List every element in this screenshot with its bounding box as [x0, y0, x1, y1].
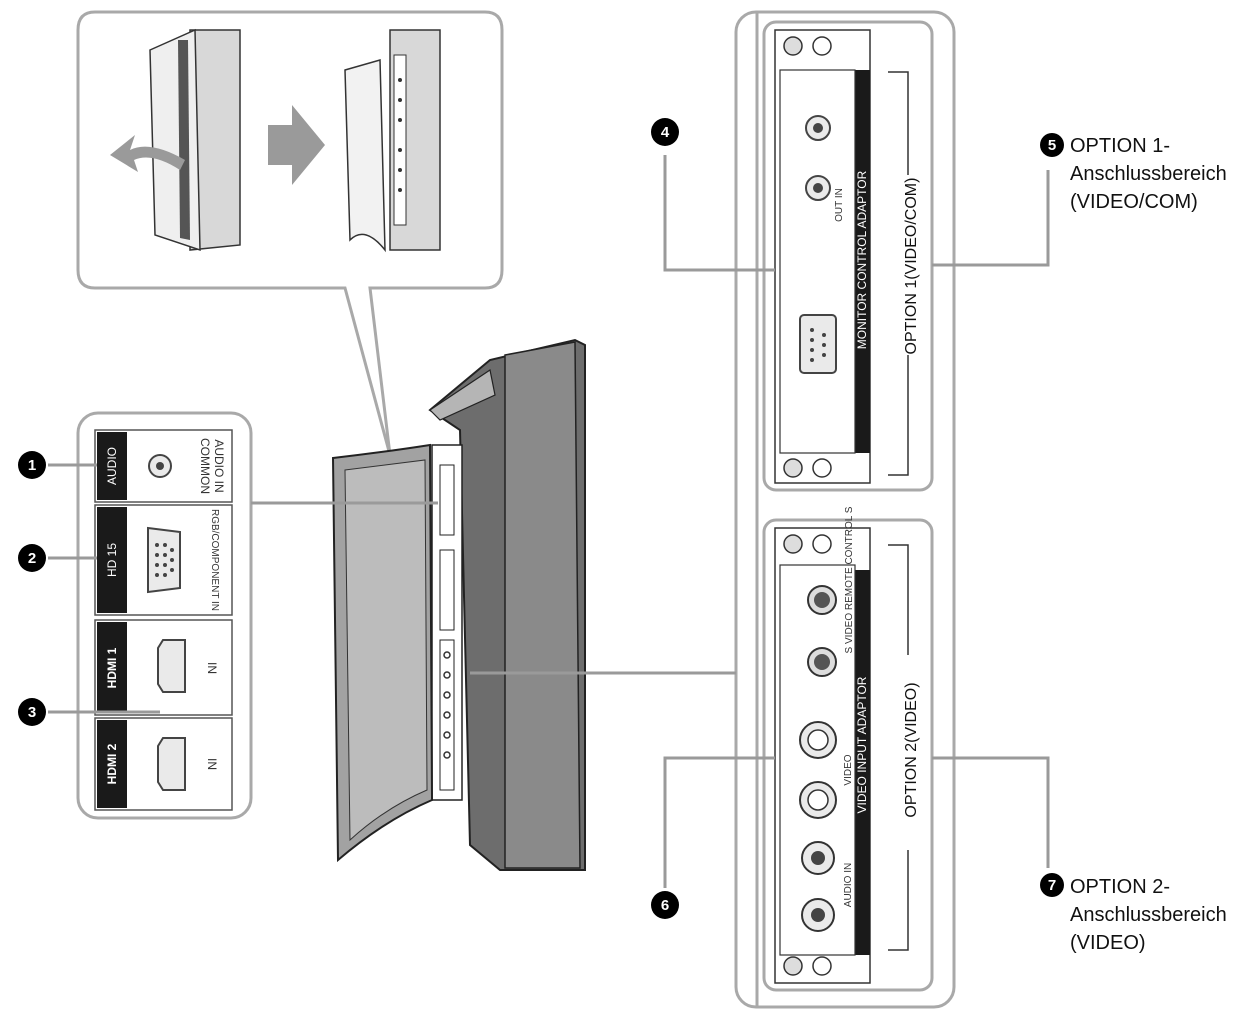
left-connector-panel: AUDIO COMMON AUDIO IN HD 15 RGB/COMPONEN…: [76, 411, 253, 820]
option2-adaptor-panel: S VIDEO REMOTE CONTROL S VIDEO AUDIO IN …: [762, 506, 934, 992]
callout-1: 1: [18, 451, 46, 479]
video-label: VIDEO: [843, 754, 854, 785]
callout-6: 6: [651, 891, 679, 919]
common-audio-label-1: COMMON: [198, 438, 212, 494]
common-audio-label-2: AUDIO IN: [212, 439, 226, 492]
callout-number: 3: [28, 704, 36, 721]
hdmi2-in-label: IN: [205, 758, 219, 770]
vga-connector-icon: [147, 526, 181, 594]
callout-7-line1: OPTION 2-: [1070, 876, 1170, 898]
audio-label: AUDIO: [105, 447, 119, 485]
callout-7-line2: Anschlussbereich: [1070, 904, 1227, 926]
callout-number: 2: [28, 550, 36, 567]
monitor-side-view: [331, 338, 586, 871]
hd15-label: HD 15: [105, 543, 119, 577]
hdmi1-in-label: IN: [205, 662, 219, 674]
callout-5-line1: OPTION 1-: [1070, 135, 1170, 157]
svideo-remote-label: S VIDEO REMOTE CONTROL S: [844, 506, 855, 653]
video-input-adaptor-label: VIDEO INPUT ADAPTOR: [855, 676, 869, 813]
callout-5-line2: Anschlussbereich: [1070, 163, 1227, 185]
callout-5-line3: (VIDEO/COM): [1070, 191, 1198, 213]
closed-panel-illustration: [149, 28, 241, 252]
callout-4: 4: [651, 118, 679, 146]
open-direction-arrow-icon: [110, 135, 185, 172]
callout-2: 2: [18, 544, 46, 572]
callout-7-line3: (VIDEO): [1070, 932, 1146, 954]
monitor-control-adaptor-label: MONITOR CONTROL ADAPTOR: [855, 170, 869, 349]
cover-opening-inset: [76, 10, 504, 456]
option1-adaptor-panel: OUT IN MONITOR CONTROL ADAPTOR OPTION 1(…: [762, 20, 934, 492]
callout-number: 1: [28, 457, 36, 474]
hdmi2-port-icon: [157, 737, 186, 791]
callout-7: 7 OPTION 2- Anschlussbereich (VIDEO): [1040, 873, 1227, 954]
callout-3: 3: [18, 698, 46, 726]
hdmi1-port-icon: [157, 639, 186, 693]
hdmi1-label: HDMI 1: [105, 647, 119, 688]
callout-number: 7: [1048, 877, 1056, 894]
rgb-component-label: RGB/COMPONENT IN: [209, 509, 220, 611]
opened-panel-illustration: [344, 29, 441, 253]
callout-number: 6: [661, 897, 669, 914]
option1-slot-label: OPTION 1(VIDEO/COM): [903, 178, 920, 355]
hdmi2-label: HDMI 2: [105, 743, 119, 784]
option2-slot-label: OPTION 2(VIDEO): [903, 682, 920, 817]
audio-in-label: AUDIO IN: [843, 863, 854, 907]
out-in-label: OUT IN: [834, 188, 845, 222]
right-arrow-icon: [268, 105, 325, 185]
callout-number: 5: [1048, 137, 1056, 154]
callout-5: 5 OPTION 1- Anschlussbereich (VIDEO/COM): [1040, 133, 1227, 213]
leader-lines: [48, 155, 1050, 888]
serial-port-icon: [799, 314, 837, 374]
callout-number: 4: [661, 124, 670, 141]
